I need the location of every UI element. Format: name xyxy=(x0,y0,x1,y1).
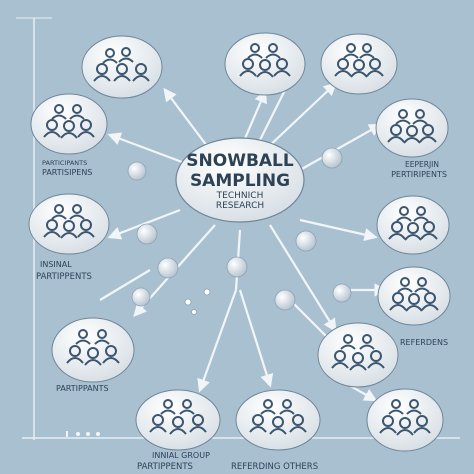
center-node: SNOWBALL SAMPLING TECHNICH RESEARCH xyxy=(175,137,305,223)
label-left-mid-1: INSINAL xyxy=(40,260,72,269)
label-right-low: REFERDENS xyxy=(400,338,448,347)
participant-node xyxy=(30,93,108,155)
participant-node xyxy=(81,35,163,99)
label-left-top-small: PARTICIPANTS xyxy=(42,159,87,167)
center-subtitle-line1: TECHNICH xyxy=(216,191,264,201)
participant-node xyxy=(366,388,444,452)
label-left-mid-2: PARTIPPENTS xyxy=(36,272,92,282)
label-left-top: PARTISIPENS xyxy=(42,168,92,177)
label-bottom-right: REFERDING OTHERS xyxy=(231,462,318,472)
label-right-top-2: PERTIRIPENTS xyxy=(391,170,447,179)
label-bottom-left-2: PARTIPPENTS xyxy=(137,462,193,472)
participant-node xyxy=(376,195,450,255)
baseline-dots xyxy=(66,431,100,437)
center-subtitle-line2: RESEARCH xyxy=(216,201,264,211)
label-right-top-1: EEPERJIN xyxy=(405,160,439,169)
participant-node xyxy=(51,317,135,383)
label-bottom-left-1: INNIAL GROUP xyxy=(152,451,210,460)
participant-node xyxy=(317,322,399,388)
participant-node xyxy=(28,193,110,255)
label-left-low: PARTIPPANTS xyxy=(56,384,109,393)
participant-node xyxy=(224,32,306,96)
participant-node xyxy=(135,389,221,451)
participant-node xyxy=(375,98,449,158)
participant-node xyxy=(320,33,398,95)
center-title-line2: SAMPLING xyxy=(190,171,290,191)
participant-node xyxy=(235,389,321,451)
center-title-line1: SNOWBALL xyxy=(186,151,294,171)
connector-balls xyxy=(127,147,352,315)
participant-node xyxy=(377,266,451,326)
